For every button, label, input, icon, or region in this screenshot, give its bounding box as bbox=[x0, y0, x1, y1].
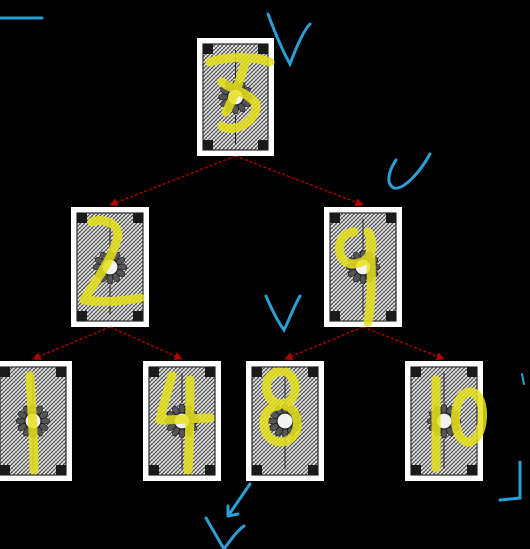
tree-edge-arrow bbox=[32, 326, 111, 360]
annotation-strokes bbox=[0, 12, 525, 549]
card-node-leaf-1[interactable] bbox=[0, 361, 72, 481]
highlighted-card-value bbox=[431, 375, 487, 473]
highlighted-card-value bbox=[155, 371, 215, 475]
card-node-root[interactable] bbox=[197, 38, 275, 156]
ornate-card-back-icon bbox=[324, 207, 402, 327]
arrow-icon bbox=[226, 482, 252, 518]
card-node-leaf-3[interactable] bbox=[246, 361, 324, 481]
checkmark-icon bbox=[264, 294, 302, 333]
tree-edge-arrow bbox=[284, 326, 364, 361]
tree-edge-arrow bbox=[362, 326, 445, 361]
ornate-card-back-icon bbox=[405, 361, 483, 481]
checkmark-icon bbox=[387, 152, 432, 190]
highlighted-card-value bbox=[259, 367, 302, 447]
bracket-mark-right bbox=[498, 460, 522, 502]
highlighted-card-value bbox=[335, 227, 377, 327]
checkmark-icon bbox=[204, 516, 246, 549]
tree-edge-arrow bbox=[109, 326, 183, 360]
card-node-leaf-4[interactable] bbox=[405, 361, 487, 481]
ornate-card-back-icon bbox=[246, 361, 324, 481]
highlighted-card-value bbox=[205, 53, 275, 133]
tree-edge-arrow bbox=[235, 155, 364, 207]
card-node-leaf-2[interactable] bbox=[143, 361, 221, 481]
tree-edge-arrow bbox=[109, 155, 236, 207]
card-node-mid-right[interactable] bbox=[324, 207, 402, 327]
tree-cards bbox=[0, 38, 487, 481]
card-node-mid-left[interactable] bbox=[71, 207, 149, 327]
highlighted-card-value bbox=[25, 371, 39, 475]
tree-edges bbox=[32, 155, 445, 361]
tick-mark-right-edge bbox=[521, 373, 525, 385]
checkmark-icon bbox=[266, 12, 312, 68]
highlighted-card-value bbox=[79, 216, 145, 306]
